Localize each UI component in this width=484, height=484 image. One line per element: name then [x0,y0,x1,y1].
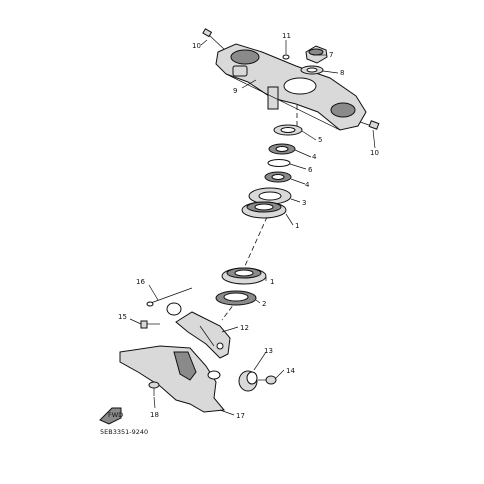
washer-6 [267,159,291,167]
callout-9: 9 [233,87,237,95]
callout-18: 18 [150,411,159,419]
bolt-10-left [202,28,226,51]
dust-seal-2 [215,290,257,306]
bolt-15 [140,320,160,329]
diagram-code: 5EB3351-9240 [100,428,148,436]
cap-13 [238,370,258,392]
bearing-cover-3 [248,187,292,205]
callout-12: 12 [240,324,249,332]
callout-8: 8 [340,69,344,77]
front-direction-badge: FWD [99,407,123,425]
upper-bracket-9 [215,43,367,131]
cover-17 [119,345,225,413]
ring-nut-5 [273,124,303,136]
lower-bracket-12 [175,311,231,359]
callout-6: 6 [308,166,313,174]
callout-4-upper: 4 [312,153,317,161]
callout-5: 5 [318,136,322,144]
callout-3: 3 [302,199,306,207]
bearing-1-upper [241,201,287,219]
callout-labels: 10 11 7 8 9 5 10 4 6 4 3 1 16 1 2 15 12 … [118,32,379,420]
callout-10-left: 10 [192,42,201,50]
screw-18 [148,381,160,396]
bearing-1-lower [221,267,267,285]
callout-4-lower: 4 [305,181,310,189]
steering-nut-7 [305,45,328,64]
ring-nut-4-upper [268,143,296,155]
front-badge-text: FWD [108,411,123,419]
callout-1-lower: 1 [270,278,274,286]
callout-16: 16 [136,278,145,286]
callout-14: 14 [286,367,295,375]
callout-17: 17 [236,412,245,420]
callout-1-upper: 1 [295,222,299,230]
callout-15: 15 [118,313,127,321]
axis-line-middle [243,194,278,269]
cable-tie-16 [146,287,193,316]
callout-7: 7 [329,51,333,59]
bolt-14 [258,375,277,385]
callout-10-right: 10 [370,149,379,157]
callout-2: 2 [262,300,266,308]
callout-11: 11 [282,32,291,40]
callout-13: 13 [264,347,273,355]
bolt-10-right [359,120,380,130]
ring-nut-4-lower [264,171,292,183]
leader-lines [129,39,376,416]
washer-11 [282,54,290,60]
